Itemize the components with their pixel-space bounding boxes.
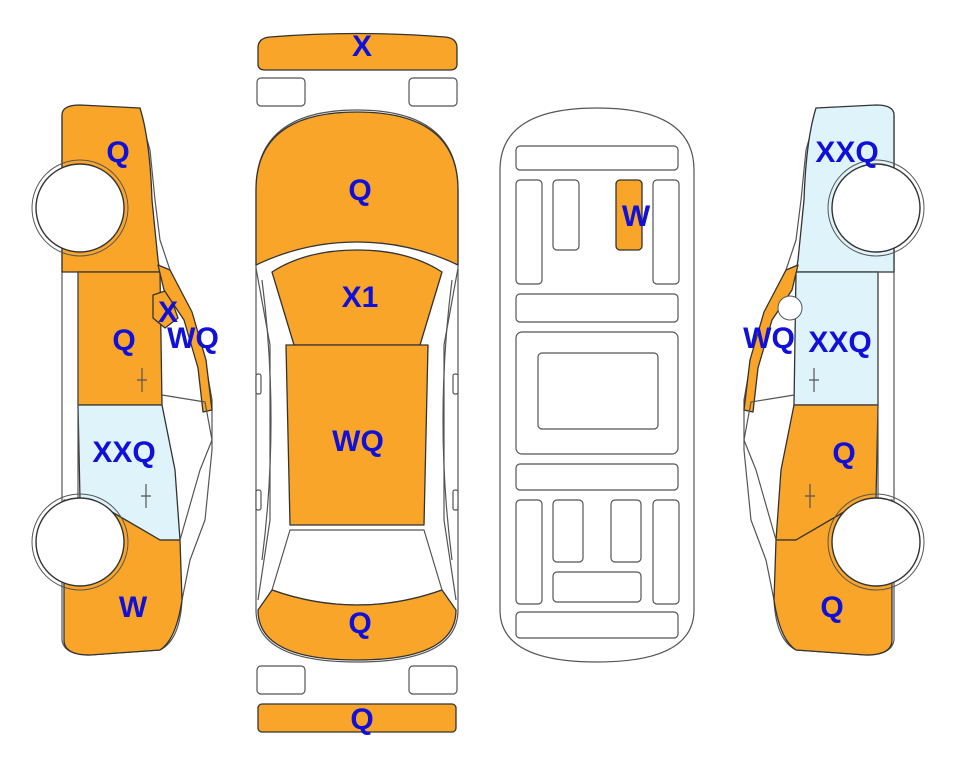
- label-trunk: Q: [348, 607, 371, 640]
- right-side-window-line: [743, 394, 795, 541]
- underside-view: [499, 107, 695, 663]
- rear-window-outline: [271, 529, 443, 606]
- label-right-rear-door: Q: [832, 437, 855, 470]
- underside-rear-right-rail: [652, 499, 680, 605]
- label-left-front-door: Q: [112, 324, 135, 357]
- left-headlight: [256, 77, 306, 107]
- left-front-door-handle: [137, 368, 147, 392]
- right-door-line: [442, 279, 453, 561]
- left-side-view: [31, 104, 213, 656]
- left-taillight: [256, 665, 306, 695]
- right-headlight: [408, 77, 458, 107]
- left-door-line: [261, 279, 272, 561]
- top-view: [255, 32, 459, 733]
- right-rear-wheel-arch: [827, 493, 925, 591]
- front-bumper-panel[interactable]: [257, 32, 458, 71]
- label-left-mirror: X: [158, 296, 178, 329]
- label-roof: WQ: [332, 425, 384, 458]
- right-rear-wheel: [831, 497, 921, 587]
- roof-panel[interactable]: [285, 344, 429, 526]
- floor-panel[interactable]: [615, 179, 643, 251]
- underside-rear-left-inner: [552, 499, 584, 563]
- right-side-view: [743, 104, 925, 656]
- damage-labels: X Q Q X WQ XXQ W Q X1 WQ Q Q W XXQ WQ XX…: [92, 30, 878, 736]
- label-right-a-pillar: WQ: [743, 322, 795, 355]
- underside-rear-right-inner: [610, 499, 642, 563]
- right-front-door-handle: [809, 368, 819, 392]
- left-pillar-line: [255, 267, 271, 601]
- underside-left-inner-rail: [552, 179, 580, 251]
- label-left-front-fender: Q: [106, 136, 129, 169]
- left-top-mirror: [255, 373, 262, 395]
- left-front-wheel: [35, 163, 125, 253]
- label-front-bumper: X: [352, 30, 372, 63]
- left-side-window-line: [161, 394, 213, 541]
- label-left-rear-door: XXQ: [92, 436, 155, 469]
- left-front-wheel-arch: [31, 159, 129, 257]
- underside-right-rail: [652, 179, 680, 285]
- label-right-front-fender: XXQ: [815, 136, 878, 169]
- underside-center-panel: [537, 352, 659, 430]
- label-floor-panel: W: [622, 200, 651, 233]
- rear-bumper-panel[interactable]: [257, 703, 457, 733]
- underside-left-rail: [515, 179, 543, 285]
- right-rear-reflector: [452, 489, 459, 511]
- left-rear-wheel: [35, 497, 125, 587]
- underside-rear-left-rail: [515, 499, 543, 605]
- label-left-a-pillar: WQ: [167, 322, 219, 355]
- label-right-front-door: XXQ: [808, 326, 871, 359]
- label-left-rear-fender: W: [119, 591, 148, 624]
- left-rear-door-handle: [141, 484, 151, 508]
- left-rear-wheel-arch: [31, 493, 129, 591]
- underside-outline: [499, 107, 695, 663]
- left-a-pillar-panel[interactable]: [157, 264, 213, 413]
- underside-mid-crossmember: [515, 293, 679, 323]
- underside-rear-plate: [552, 571, 642, 603]
- right-front-wheel: [831, 163, 921, 253]
- underside-front-crossmember: [515, 145, 679, 171]
- windshield-panel[interactable]: [271, 249, 443, 346]
- label-right-rear-fender: Q: [820, 591, 843, 624]
- underside-rear-bar: [515, 611, 679, 639]
- right-rear-door-handle: [805, 484, 815, 508]
- right-pillar-line: [443, 267, 459, 601]
- label-windshield: X1: [342, 281, 379, 314]
- right-front-wheel-arch: [827, 159, 925, 257]
- label-hood: Q: [348, 174, 371, 207]
- right-taillight: [408, 665, 458, 695]
- trunk-panel[interactable]: [257, 589, 457, 661]
- left-rear-reflector: [255, 489, 262, 511]
- hood-panel[interactable]: [255, 111, 459, 266]
- underside-rear-crossmember: [515, 463, 679, 491]
- right-top-mirror: [452, 373, 459, 395]
- right-mirror: [777, 295, 803, 321]
- label-rear-bumper: Q: [350, 703, 373, 736]
